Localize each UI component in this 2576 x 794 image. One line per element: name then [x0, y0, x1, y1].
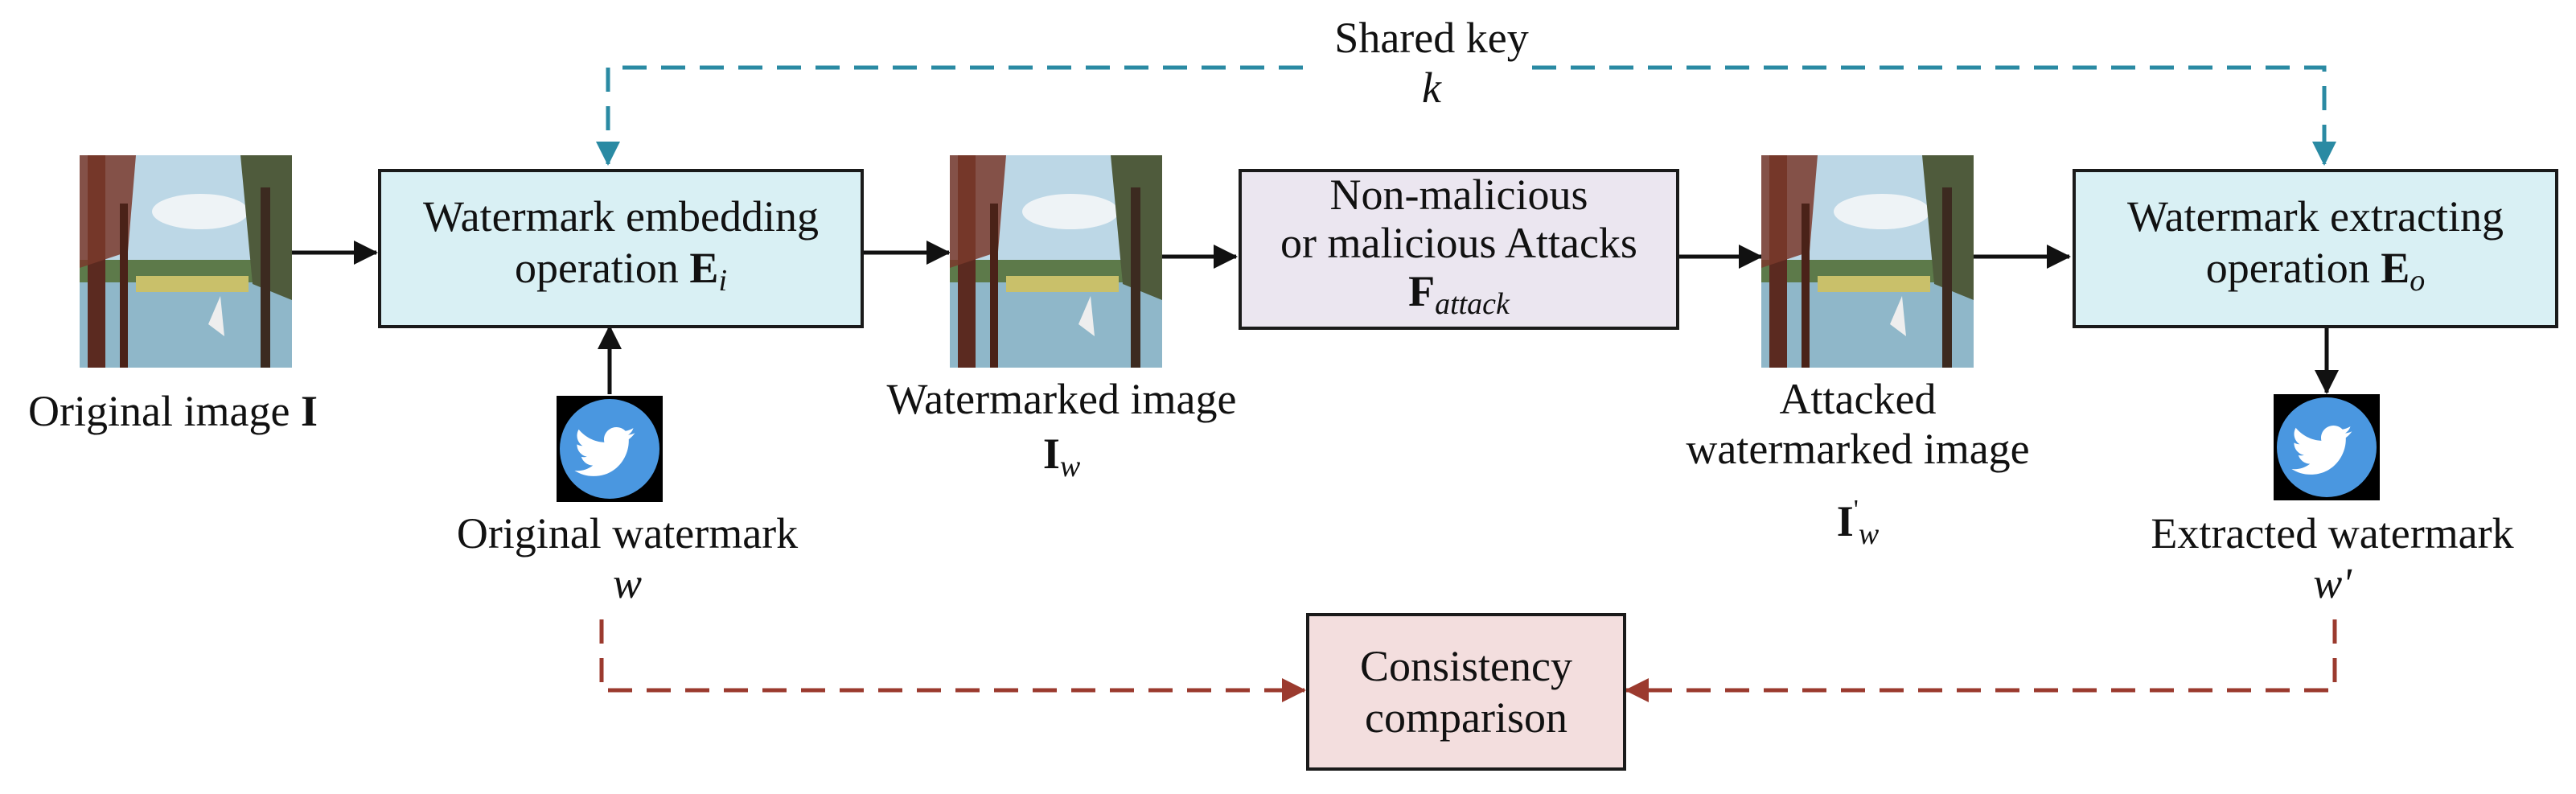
- attack-box: Non-malicious or malicious Attacks Fatta…: [1239, 169, 1679, 330]
- original-watermark-label: Original watermark w: [418, 508, 836, 608]
- embedding-symbol: E: [689, 244, 719, 292]
- watermarked-image-label: Watermarked image Iw: [853, 374, 1271, 492]
- main-flow-arrows: [292, 241, 2339, 394]
- shared-key-symbol: k: [1422, 64, 1441, 112]
- extracting-symbol: E: [2381, 244, 2410, 292]
- comparison-line2: comparison: [1365, 693, 1567, 742]
- original-image-label: Original image I: [0, 386, 346, 436]
- original-image-symbol: I: [300, 387, 318, 435]
- watermarked-symbol: I: [1042, 430, 1060, 478]
- attacked-subscript: w: [1858, 517, 1880, 551]
- extracting-line2: operation: [2205, 244, 2381, 292]
- shared-key-label: Shared key k: [1230, 13, 1633, 113]
- attack-symbol: F: [1408, 267, 1436, 315]
- consistency-comparison-box: Consistency comparison: [1306, 613, 1626, 771]
- original-image-icon: [80, 155, 292, 368]
- attack-symbol-wrap: Fattack: [1408, 267, 1510, 328]
- attacked-prime: ': [1853, 495, 1859, 525]
- original-watermark-symbol: w: [612, 559, 643, 607]
- watermarked-image-icon: [950, 155, 1162, 368]
- original-watermark-text: Original watermark: [456, 509, 799, 557]
- attacked-image-icon: [1761, 155, 1974, 368]
- original-watermark-icon: [557, 396, 663, 502]
- embedding-line1: Watermark embedding: [423, 192, 819, 241]
- watermarked-symbol-wrap: Iw: [853, 429, 1271, 492]
- attack-subscript: attack: [1435, 287, 1510, 321]
- comparison-connector: [599, 619, 2337, 702]
- watermarked-image-text: Watermarked image: [886, 375, 1237, 423]
- extracted-watermark-label: Extracted watermark w': [2107, 508, 2558, 608]
- extracting-line2-wrap: operation Eo: [2206, 242, 2425, 306]
- embedding-line2: operation: [514, 244, 690, 292]
- embedding-line2-wrap: operation Ei: [515, 242, 727, 306]
- attacked-line2: watermarked image: [1686, 425, 2030, 473]
- embedding-operation-box: Watermark embedding operation Ei: [378, 169, 864, 328]
- extracted-watermark-symbol: w': [2313, 559, 2352, 607]
- shared-key-connector: [596, 65, 2336, 166]
- original-image-text: Original image: [28, 387, 290, 435]
- extracting-line1: Watermark extracting: [2127, 192, 2504, 241]
- attacked-image-label: Attacked watermarked image I'w: [1633, 374, 2083, 559]
- comparison-line1: Consistency: [1360, 642, 1572, 690]
- extracted-watermark-text: Extracted watermark: [2151, 509, 2514, 557]
- attack-line2: or malicious Attacks: [1280, 219, 1637, 267]
- extracted-watermark-icon: [2274, 394, 2380, 500]
- extracting-operation-box: Watermark extracting operation Eo: [2073, 169, 2558, 328]
- attack-line1: Non-malicious: [1329, 171, 1588, 219]
- watermarked-subscript: w: [1059, 450, 1081, 483]
- attacked-line1: Attacked: [1779, 375, 1937, 423]
- attacked-symbol-wrap: I'w: [1633, 485, 2083, 559]
- extracting-subscript: o: [2410, 264, 2426, 298]
- attacked-symbol: I: [1836, 497, 1854, 545]
- shared-key-text: Shared key: [1334, 14, 1529, 62]
- embedding-subscript: i: [718, 264, 728, 298]
